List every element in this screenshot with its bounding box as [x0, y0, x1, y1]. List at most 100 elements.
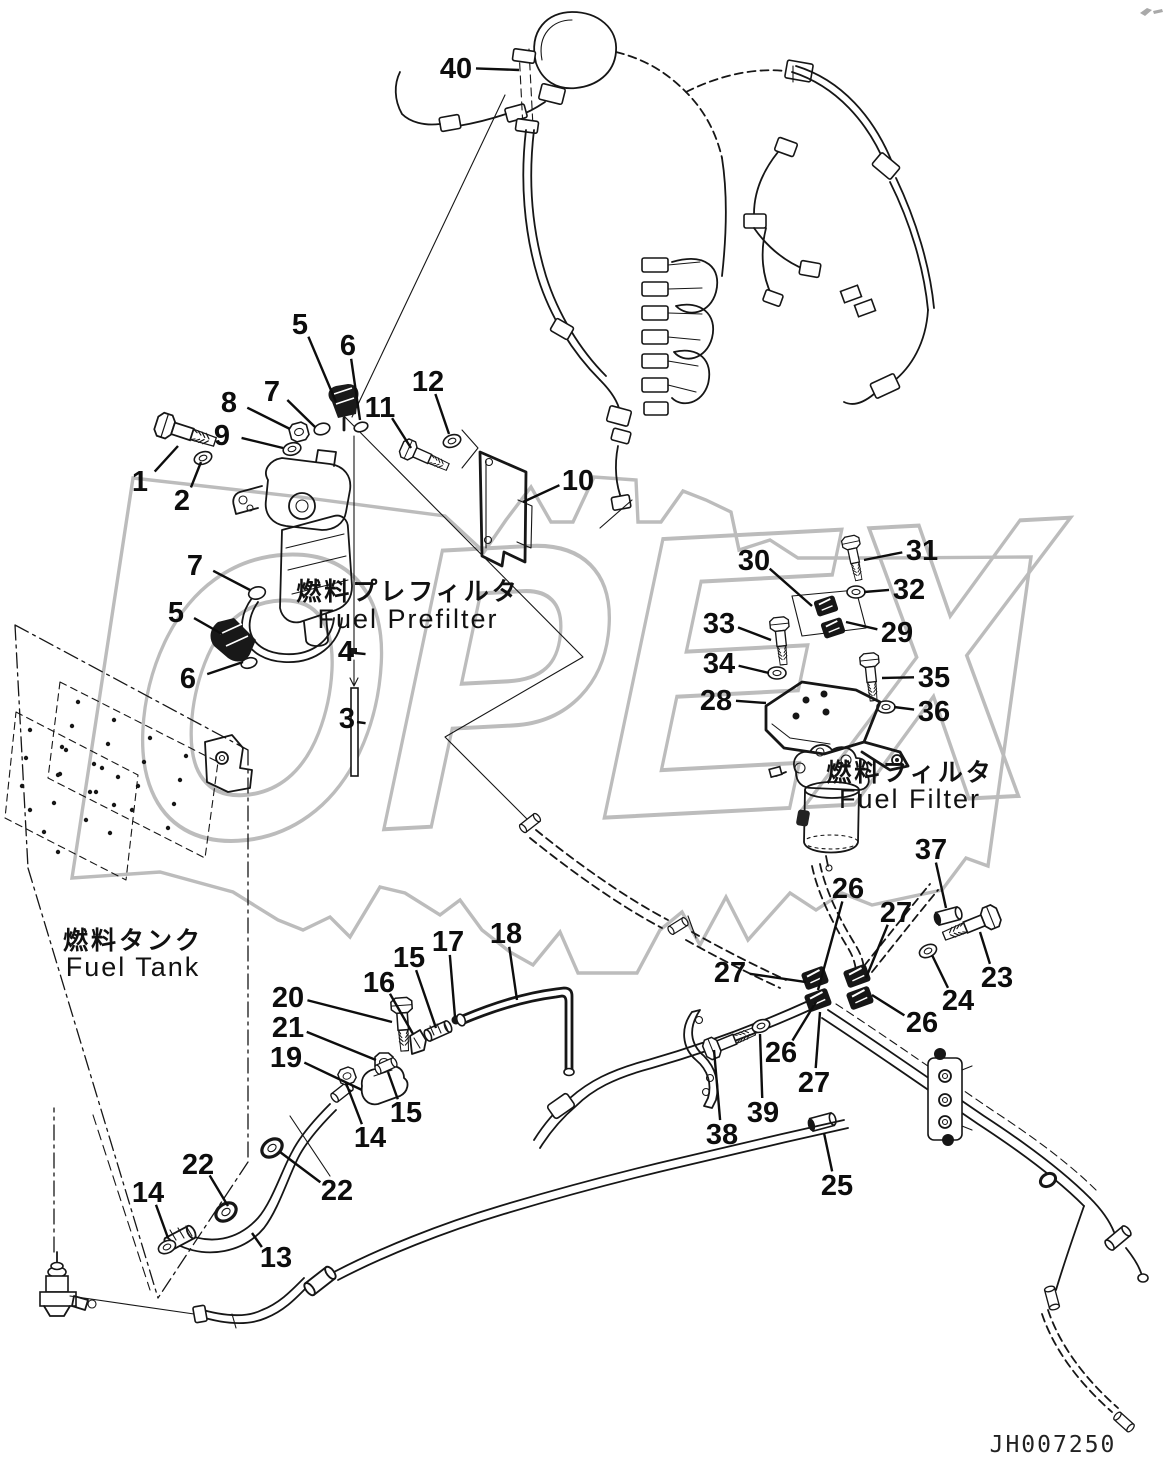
- scan-speck: [1140, 8, 1163, 16]
- callout-12: 12: [412, 366, 444, 398]
- leader-line-32: [863, 588, 890, 594]
- leader-line-7: [212, 569, 251, 592]
- leader-line-15: [414, 969, 438, 1029]
- leader-line-33: [737, 626, 772, 642]
- fuel-prefilter-label-jp: 燃料プレフィルタ: [296, 578, 520, 606]
- leader-line-23: [978, 931, 992, 965]
- callout-5: 5: [168, 597, 184, 629]
- leader-line-39: [758, 1033, 764, 1099]
- callout-9: 9: [214, 420, 230, 452]
- callout-40: 40: [440, 53, 472, 85]
- leader-line-2: [189, 461, 203, 488]
- callout-26: 26: [906, 1007, 938, 1039]
- callout-33: 33: [703, 608, 735, 640]
- leader-line-29: [845, 620, 878, 631]
- leader-line-35: [881, 676, 915, 680]
- leader-line-22: [208, 1174, 230, 1207]
- callout-26: 26: [832, 873, 864, 905]
- callout-38: 38: [706, 1119, 738, 1151]
- fuel-tank-label-en: Fuel Tank: [66, 952, 201, 982]
- leader-line-21: [306, 1030, 377, 1062]
- fuel-prefilter-assembly: [151, 384, 464, 777]
- callout-1: 1: [132, 466, 148, 498]
- leader-line-14: [154, 1204, 170, 1239]
- leader-line-9: [241, 436, 284, 450]
- fuel-filter-label-en: Fuel Filter: [839, 784, 981, 814]
- callout-14: 14: [132, 1177, 164, 1209]
- callout-36: 36: [918, 696, 950, 728]
- callout-39: 39: [747, 1097, 779, 1129]
- fuel-tube-18: [455, 986, 575, 1077]
- leader-line-27: [749, 972, 807, 984]
- callout-31: 31: [906, 535, 938, 567]
- mounting-plate: [478, 450, 533, 568]
- fuel-filter-label-jp: 燃料フィルタ: [826, 759, 994, 787]
- leader-line-3: [356, 720, 366, 725]
- leader-line-13: [251, 1232, 263, 1248]
- callout-21: 21: [272, 1012, 304, 1044]
- callout-30: 30: [738, 545, 770, 577]
- leader-line-11: [391, 417, 413, 449]
- leader-line-26: [816, 901, 844, 991]
- leader-line-26: [871, 993, 906, 1017]
- callout-18: 18: [490, 918, 522, 950]
- callout-35: 35: [918, 662, 950, 694]
- callout-8: 8: [221, 387, 237, 419]
- reference-lines: [289, 94, 633, 1177]
- callout-7: 7: [187, 550, 203, 582]
- fuel-filter-assembly: [764, 533, 910, 872]
- callout-4: 4: [338, 636, 354, 668]
- callout-6: 6: [180, 663, 196, 695]
- callout-25: 25: [821, 1170, 853, 1202]
- leader-line-10: [522, 484, 560, 504]
- callout-23: 23: [981, 962, 1013, 994]
- leader-line-31: [863, 551, 903, 562]
- callout-37: 37: [915, 834, 947, 866]
- leader-line-34: [738, 664, 770, 675]
- callout-15: 15: [390, 1097, 422, 1129]
- leader-line-25: [822, 1132, 834, 1172]
- fuel-tank-outline: [4, 624, 253, 1317]
- leader-line-26: [791, 1001, 818, 1042]
- callout-6: 6: [340, 330, 356, 362]
- leader-line-40: [475, 67, 520, 72]
- leader-line-24: [930, 954, 950, 989]
- leader-line-27: [814, 1011, 822, 1069]
- callout-32: 32: [893, 574, 925, 606]
- label-fuel-tank: 燃料タンク Fuel Tank: [63, 927, 201, 982]
- callout-3: 3: [339, 703, 355, 735]
- leader-line-6: [206, 660, 244, 676]
- callout-5: 5: [292, 309, 308, 341]
- leader-line-12: [434, 393, 451, 435]
- leader-line-38: [712, 1049, 722, 1121]
- leader-line-20: [307, 999, 393, 1024]
- leader-line-36: [893, 705, 915, 711]
- leader-line-27: [864, 924, 889, 979]
- label-fuel-prefilter: 燃料プレフィルタ Fuel Prefilter: [296, 578, 520, 634]
- callout-27: 27: [714, 957, 746, 989]
- callout-26: 26: [765, 1037, 797, 1069]
- callout-27: 27: [798, 1067, 830, 1099]
- callout-13: 13: [260, 1242, 292, 1274]
- callout-17: 17: [432, 926, 464, 958]
- watermark-text: OPEX: [116, 430, 1075, 928]
- leader-line-30: [768, 567, 813, 607]
- leader-line-8: [246, 406, 291, 431]
- fuel-prefilter-label-en: Fuel Prefilter: [317, 604, 498, 634]
- callout-28: 28: [700, 685, 732, 717]
- callout-11: 11: [365, 392, 396, 424]
- opex-watermark: OPEX: [69, 8, 1163, 975]
- callout-34: 34: [703, 648, 735, 680]
- callout-2: 2: [174, 485, 190, 517]
- callout-24: 24: [942, 985, 974, 1017]
- leader-line-16: [388, 993, 415, 1035]
- callout-29: 29: [881, 617, 913, 649]
- wiring-harness: [394, 11, 935, 511]
- leader-line-5: [307, 336, 338, 403]
- callout-14: 14: [354, 1122, 386, 1154]
- leader-line-1: [153, 445, 179, 473]
